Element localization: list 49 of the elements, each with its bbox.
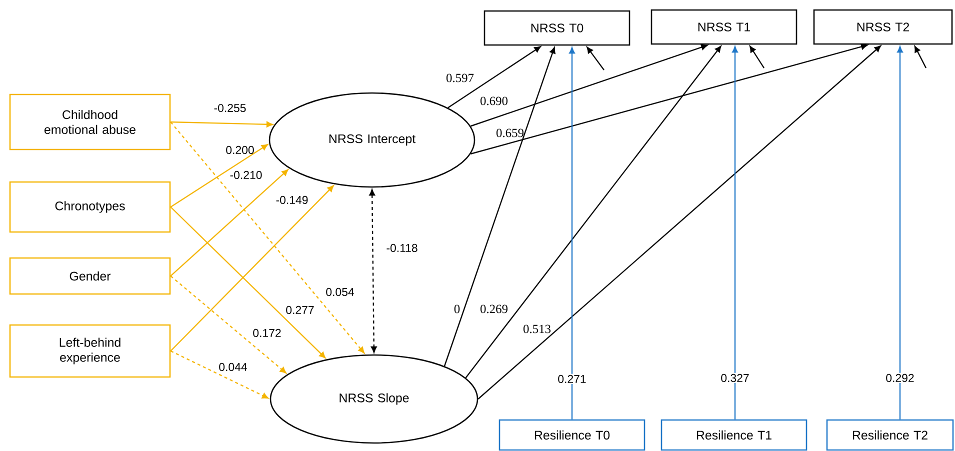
arrow bbox=[470, 44, 708, 127]
edge-label: 0.200 bbox=[226, 146, 254, 154]
arrow bbox=[170, 144, 268, 208]
arrow bbox=[444, 47, 556, 366]
arrow bbox=[732, 46, 738, 420]
edge-label: 0.172 bbox=[253, 328, 281, 338]
arrow bbox=[170, 206, 326, 358]
arrow bbox=[569, 47, 575, 420]
covariate-box: Chronotypes bbox=[9, 181, 171, 233]
edge-label: 0.054 bbox=[326, 288, 354, 296]
edge-label: 0.597 bbox=[446, 74, 474, 82]
arrow bbox=[448, 46, 541, 108]
covariate-box: Resilience T1 bbox=[660, 419, 808, 451]
arrow bbox=[750, 46, 764, 68]
indicator-box: NRSS T1 bbox=[650, 9, 798, 45]
covariate-box: Gender bbox=[9, 257, 171, 295]
edge-label: 0 bbox=[454, 304, 460, 314]
arrow bbox=[478, 45, 881, 400]
arrow bbox=[170, 185, 334, 352]
arrow bbox=[897, 46, 903, 420]
arrow bbox=[465, 46, 722, 378]
edge-label: 0.269 bbox=[480, 304, 508, 314]
arrow bbox=[914, 46, 927, 68]
arrow bbox=[470, 44, 868, 154]
arrow bbox=[170, 350, 269, 399]
arrow bbox=[170, 169, 288, 276]
arrow bbox=[170, 276, 286, 374]
covariate-box: Resilience T2 bbox=[826, 419, 954, 451]
arrow bbox=[170, 121, 273, 128]
covariate-box: Resilience T0 bbox=[498, 419, 646, 451]
edge-label: 0.044 bbox=[219, 362, 247, 372]
edge-label: 0.271 bbox=[556, 374, 588, 384]
indicator-box: NRSS T0 bbox=[484, 10, 630, 46]
edge-label: 0.513 bbox=[523, 324, 551, 334]
edge-label: -0.255 bbox=[214, 104, 246, 112]
edge-label: -0.149 bbox=[276, 196, 308, 204]
indicator-box: NRSS T2 bbox=[813, 9, 953, 45]
edge-label: -0.118 bbox=[386, 244, 418, 252]
arrow bbox=[586, 46, 604, 70]
edge-label: -0.210 bbox=[230, 170, 262, 180]
covariate-box: Left-behind experience bbox=[9, 324, 171, 378]
edge-label: 0.292 bbox=[884, 372, 916, 384]
edge-label: 0.659 bbox=[496, 128, 524, 138]
edge-label: 0.690 bbox=[480, 96, 508, 106]
covariate-box: Childhood emotional abuse bbox=[9, 94, 171, 150]
edge-label: 0.277 bbox=[286, 306, 314, 314]
edge-label: 0.327 bbox=[720, 372, 750, 384]
arrow bbox=[170, 122, 365, 354]
arrow bbox=[369, 189, 377, 353]
